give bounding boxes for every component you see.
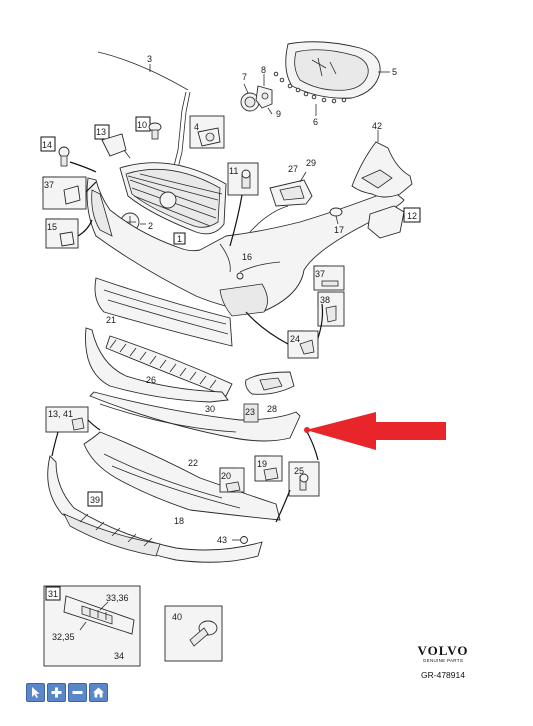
label-20: 20 — [221, 471, 231, 481]
red-arrow-icon — [304, 412, 446, 450]
label-4: 4 — [194, 122, 199, 132]
part-37-left-clip — [42, 176, 97, 210]
label-3: 3 — [147, 54, 152, 64]
label-25: 25 — [294, 466, 304, 476]
label-1: 1 — [177, 234, 182, 244]
part-18-undertray — [83, 431, 281, 521]
part-27-camera-bracket — [249, 171, 313, 233]
part-25-screw — [275, 429, 320, 523]
part-43-bolt — [232, 536, 248, 544]
label-29: 29 — [306, 158, 316, 168]
part-21-beam — [94, 277, 233, 347]
part-7-emblem — [240, 83, 260, 112]
label-28: 28 — [267, 404, 277, 414]
part-20-clip — [219, 467, 245, 493]
label-9: 9 — [276, 109, 281, 119]
part-28-fog-trim — [245, 371, 295, 395]
part-13-41-clip — [45, 406, 101, 457]
label-box-1 — [173, 232, 186, 245]
label-34: 34 — [114, 651, 124, 661]
part-labels: 3 5 7 8 9 6 10 13 4 42 14 29 27 11 37 12… — [42, 54, 417, 661]
label-16: 16 — [242, 252, 252, 262]
label-12: 12 — [407, 211, 417, 221]
label-26: 26 — [146, 375, 156, 385]
part-1-grille — [119, 162, 227, 245]
zoom-out-button[interactable] — [68, 683, 87, 702]
label-37-right: 37 — [315, 269, 325, 279]
label-17: 17 — [334, 225, 344, 235]
part-30-lower-section — [85, 327, 229, 403]
label-24: 24 — [290, 334, 300, 344]
part-15-clip — [45, 218, 93, 249]
label-43: 43 — [217, 535, 227, 545]
part-14-screw — [40, 136, 97, 173]
label-40: 40 — [172, 612, 182, 622]
label-39: 39 — [90, 495, 100, 505]
zoom-in-button[interactable] — [47, 683, 66, 702]
home-button[interactable] — [89, 683, 108, 702]
label-13: 13 — [96, 127, 106, 137]
label-18: 18 — [174, 516, 184, 526]
part-11-bolt — [227, 162, 259, 247]
label-14: 14 — [42, 140, 52, 150]
brand-name: VOLVO — [417, 643, 469, 658]
label-2: 2 — [148, 221, 153, 231]
part-37-right-clip — [313, 265, 345, 291]
label-6: 6 — [313, 117, 318, 127]
diagram-code: GR-478914 — [421, 670, 465, 680]
part-19-clip — [254, 455, 283, 482]
part-8-bracket — [255, 74, 273, 115]
pointer-icon — [32, 687, 40, 698]
label-11: 11 — [229, 166, 238, 176]
label-30: 30 — [205, 404, 215, 414]
label-32-35: 32,35 — [52, 632, 75, 642]
label-38: 38 — [320, 295, 330, 305]
brand-block: VOLVO GENUINE PARTS GR-478914 — [408, 643, 478, 680]
label-19: 19 — [257, 459, 267, 469]
label-23: 23 — [245, 407, 255, 417]
part-42-bracket — [351, 130, 413, 198]
diagram-toolbar — [26, 683, 108, 702]
part-12-bracket — [367, 205, 421, 239]
part-40-screw — [164, 605, 223, 662]
label-7: 7 — [242, 72, 247, 82]
part-17-clip — [329, 207, 343, 225]
label-13-41: 13, 41 — [48, 409, 73, 419]
label-42: 42 — [372, 121, 382, 131]
pointer-button[interactable] — [26, 683, 45, 702]
part-13-clip — [94, 124, 131, 159]
part-10-clip — [135, 116, 162, 140]
label-10: 10 — [137, 120, 147, 130]
label-33-36: 33,36 — [106, 593, 129, 603]
part-38-clip — [317, 291, 345, 327]
part-4-sensor — [189, 115, 225, 149]
label-27: 27 — [288, 164, 298, 174]
label-22: 22 — [188, 458, 198, 468]
brand-subtitle: GENUINE PARTS — [422, 658, 464, 663]
part-24-clip — [245, 303, 324, 359]
zoom-out-icon — [72, 691, 83, 694]
part-6-clips — [273, 71, 347, 116]
home-icon — [93, 687, 104, 698]
label-37-left: 37 — [44, 180, 54, 190]
part-5-upper-grille — [285, 41, 390, 99]
label-5: 5 — [392, 67, 397, 77]
label-15: 15 — [47, 222, 57, 232]
label-31: 31 — [48, 589, 58, 599]
part-26-lower-grille — [105, 335, 233, 397]
label-8: 8 — [261, 65, 266, 75]
part-31-plate-bracket — [43, 585, 141, 667]
zoom-in-icon — [51, 687, 62, 698]
part-39-lower-valance — [47, 455, 263, 563]
label-21: 21 — [106, 315, 116, 325]
part-22-strip — [89, 391, 301, 442]
